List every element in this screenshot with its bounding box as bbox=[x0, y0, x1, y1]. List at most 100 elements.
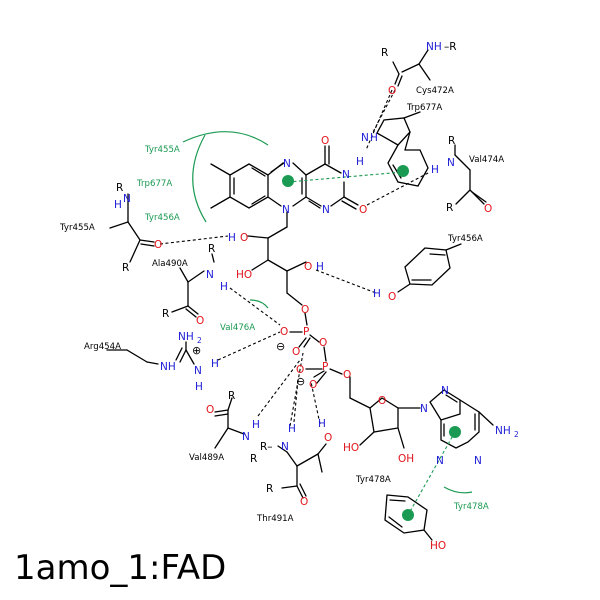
atom-n3-adenine: N bbox=[436, 455, 444, 467]
label-trp677: Trp677A bbox=[406, 103, 442, 113]
atom-o4prime-h: H bbox=[316, 261, 324, 273]
residue-thr491 bbox=[277, 443, 327, 499]
cys472-r2: –R bbox=[444, 41, 457, 53]
atom-o4ribose: O bbox=[378, 395, 386, 407]
hydrophobic-arc-left bbox=[192, 134, 207, 223]
pi-center-trp677 bbox=[397, 165, 409, 177]
tyr456-o: O bbox=[388, 291, 396, 303]
residue-tyr478 bbox=[384, 494, 433, 541]
hlabel-tyr456: Tyr456A bbox=[144, 213, 180, 223]
pi-center-isoalloxazine bbox=[282, 175, 294, 187]
atom-o3prime: HO bbox=[236, 269, 252, 281]
label-tyr455: Tyr455A bbox=[59, 223, 95, 233]
val489-r1: R bbox=[228, 390, 235, 402]
thr491-o: O bbox=[300, 496, 308, 508]
atom-n1: N bbox=[322, 204, 330, 216]
cys472-nh: NH bbox=[426, 41, 442, 53]
label-thr491: Thr491A bbox=[256, 514, 294, 524]
charge-minus-a: ⊖ bbox=[276, 340, 285, 353]
label-cys472: Cys472A bbox=[416, 86, 454, 96]
atom-pb: P bbox=[322, 361, 328, 373]
trp677-n: N bbox=[361, 132, 369, 144]
atom-o4prime: O bbox=[304, 261, 312, 273]
thr491-n: N bbox=[281, 441, 289, 453]
atom-o2a: O bbox=[292, 346, 300, 358]
arg454-nh2: NH bbox=[178, 331, 194, 343]
thr491-oh-h: H bbox=[318, 418, 326, 430]
hydrophobic-arc-val476 bbox=[249, 299, 269, 309]
tyr455-r1: R bbox=[116, 182, 123, 194]
isoalloxazine-ring bbox=[210, 145, 359, 228]
val474-r2: R bbox=[446, 202, 453, 214]
tyr455-n: N bbox=[123, 193, 131, 205]
hydrogen-bonds bbox=[159, 89, 431, 427]
val474-r1: R bbox=[448, 135, 455, 147]
residue-trp677 bbox=[376, 111, 429, 187]
label-val474: Val474A bbox=[469, 155, 504, 165]
val489-n: N bbox=[242, 431, 250, 443]
arg454-nh2-subscript: 2 bbox=[197, 336, 202, 345]
pi-center-tyr478 bbox=[402, 509, 414, 521]
arg454-n2-h2: H bbox=[195, 381, 203, 393]
residue-tyr455 bbox=[109, 193, 155, 263]
atom-o4: O bbox=[321, 135, 329, 147]
val474-h: H bbox=[431, 164, 439, 176]
ala490-r1: R bbox=[208, 243, 215, 255]
tyr455-h: H bbox=[114, 199, 122, 211]
atom-n6: NH bbox=[495, 425, 511, 437]
tyr478-oh: HO bbox=[430, 540, 446, 552]
atom-n7: N bbox=[441, 385, 449, 397]
ala490-h: H bbox=[220, 281, 228, 293]
atom-o2b: O bbox=[309, 379, 317, 391]
atom-n3-h: H bbox=[356, 156, 364, 168]
atom-pa: P bbox=[303, 326, 309, 338]
arg454-n2: N bbox=[194, 365, 202, 377]
val474-o: O bbox=[484, 203, 492, 215]
atom-n3: N bbox=[342, 169, 350, 181]
trp677-h: H bbox=[370, 132, 378, 144]
val489-r2: R bbox=[250, 453, 257, 465]
atom-o5prime: O bbox=[301, 304, 309, 316]
label-arg454: Arg454A bbox=[84, 342, 121, 352]
thr491-og: O bbox=[324, 432, 332, 444]
residue-val474 bbox=[454, 144, 487, 205]
residue-cys472 bbox=[392, 49, 431, 87]
residue-labels: Cys472A Trp677A Val474A Tyr455A Ala490A … bbox=[59, 86, 504, 524]
thr491-r1: R– bbox=[260, 441, 273, 453]
atom-o5ribose: O bbox=[343, 369, 351, 381]
atom-o2prime-h: H bbox=[228, 232, 236, 244]
label-val489: Val489A bbox=[189, 453, 224, 463]
hlabel-tyr478: Tyr478A bbox=[453, 502, 489, 512]
hydrophobic-arc-top bbox=[182, 131, 269, 146]
atom-ho3ribose: HO bbox=[343, 442, 359, 454]
residue-val489 bbox=[214, 397, 245, 449]
atom-n5: N bbox=[283, 158, 291, 170]
ala490-r2: R bbox=[162, 308, 169, 320]
hlabel-trp677: Trp677A bbox=[136, 179, 172, 189]
val474-n: N bbox=[447, 157, 455, 169]
atom-oh2ribose: OH bbox=[398, 453, 414, 465]
arg454-n2-h: H bbox=[211, 358, 219, 370]
atom-o2prime: O bbox=[240, 232, 248, 244]
atom-o1b: O bbox=[296, 364, 304, 376]
label-tyr478: Tyr478A bbox=[355, 475, 391, 485]
cys472-r1: R bbox=[381, 47, 388, 59]
arg454-nh: NH bbox=[160, 361, 176, 373]
residue-ala490 bbox=[171, 253, 215, 318]
ribityl-chain bbox=[247, 226, 307, 306]
pi-center-adenine bbox=[449, 426, 461, 438]
tyr456-h: H bbox=[373, 288, 381, 300]
val489-o: O bbox=[206, 404, 214, 416]
atom-n10: N bbox=[282, 204, 290, 216]
hlabel-tyr455: Tyr455A bbox=[144, 145, 180, 155]
adenosine bbox=[349, 376, 494, 449]
cys472-o: O bbox=[388, 85, 396, 97]
atom-o2: O bbox=[359, 204, 367, 216]
atom-n9: N bbox=[420, 403, 428, 415]
atom-n1-adenine: N bbox=[474, 455, 482, 467]
ala490-o: O bbox=[196, 315, 204, 327]
val489-h: H bbox=[252, 419, 260, 431]
tyr455-r2: R bbox=[122, 262, 129, 274]
